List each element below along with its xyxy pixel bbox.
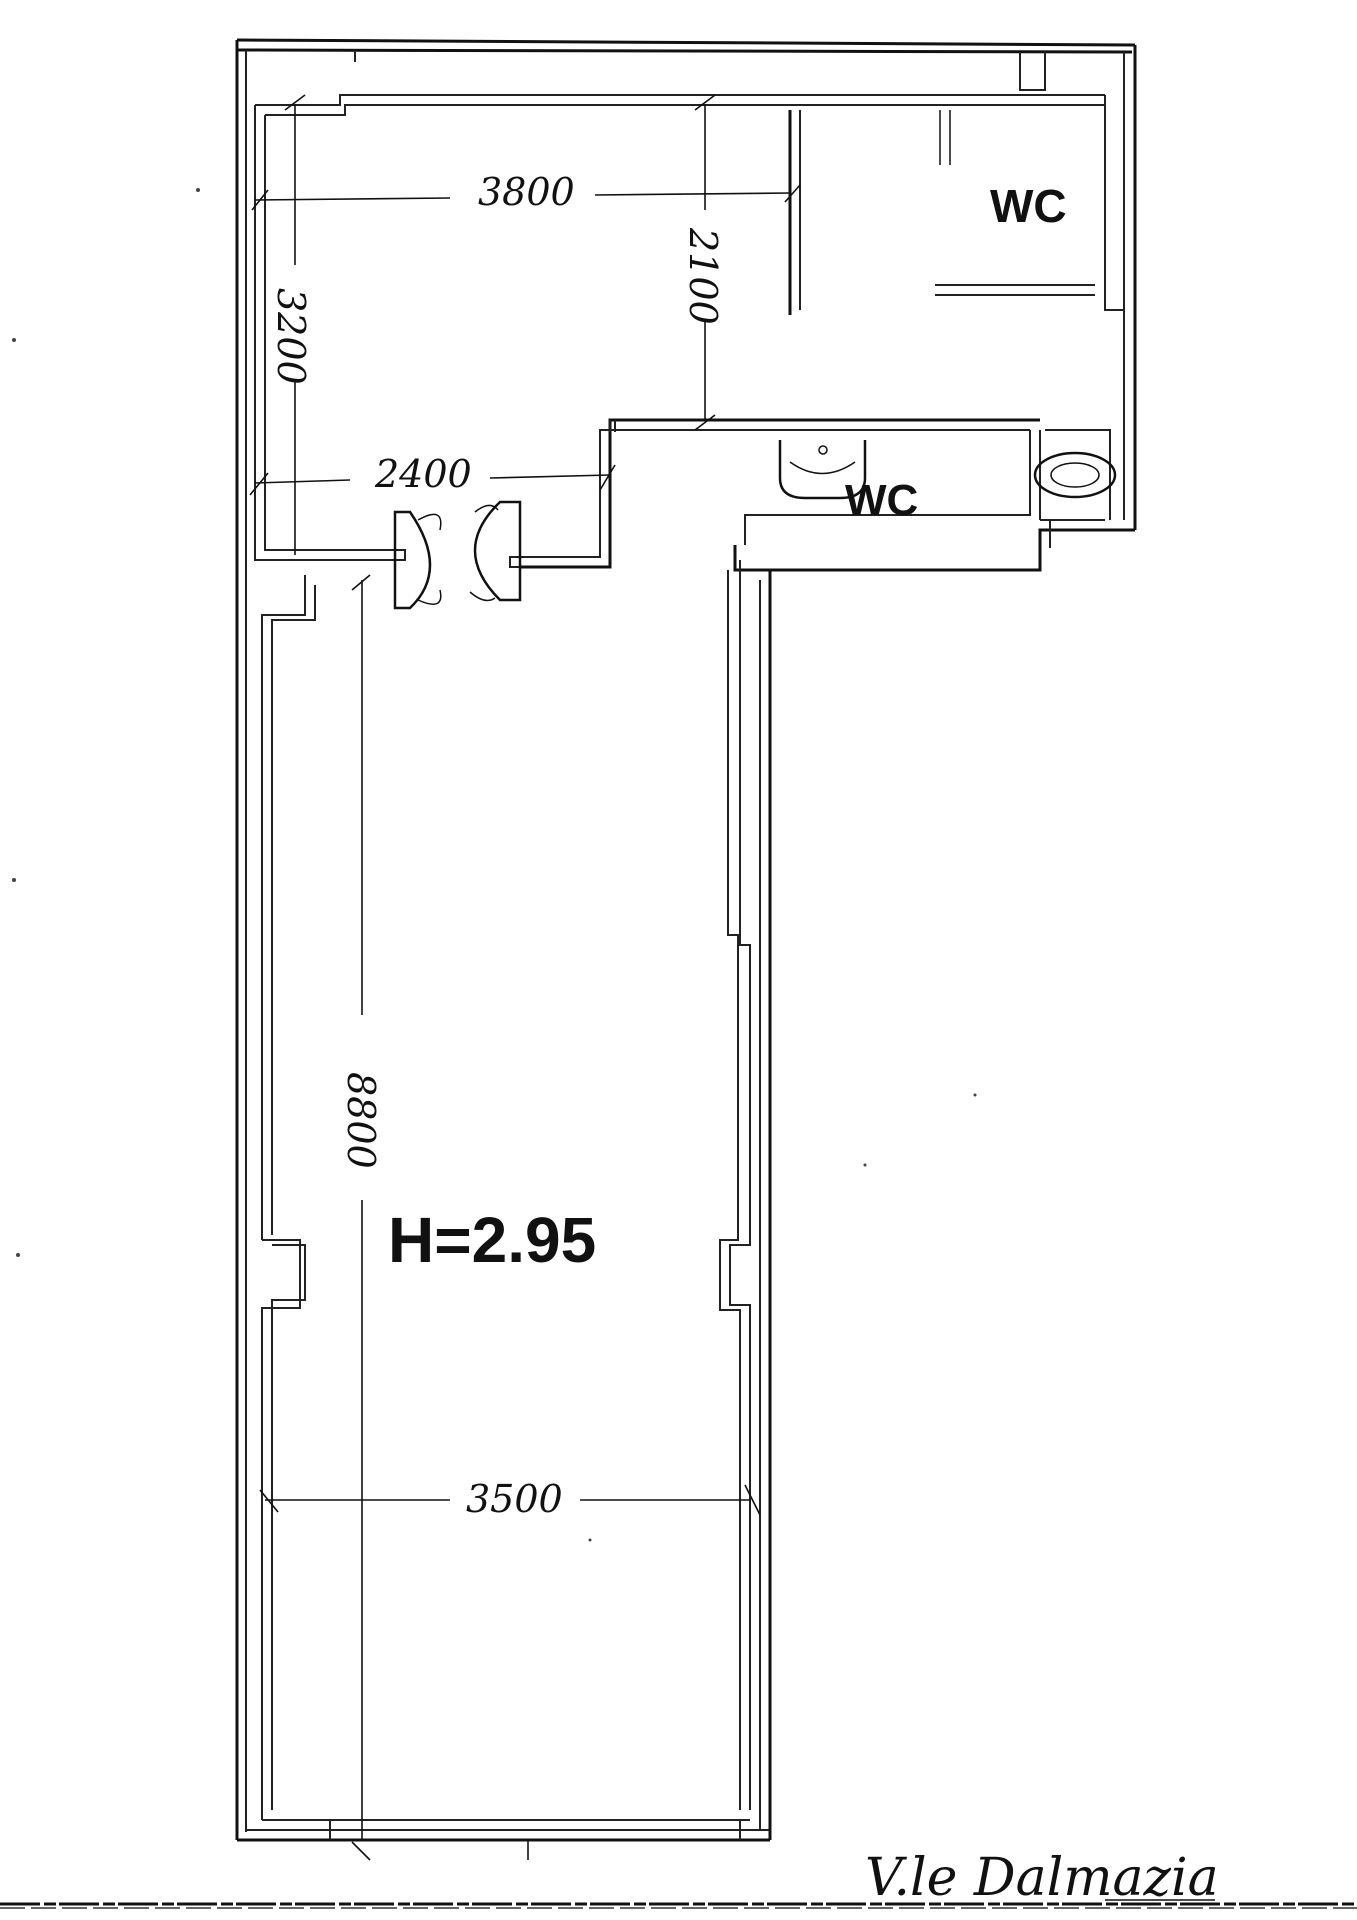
dim-main-width: 3500 <box>466 1477 563 1521</box>
main-room: H=2.95 <box>261 560 751 1861</box>
dim-left-height: 3200 <box>269 288 313 385</box>
sink-icon <box>778 440 867 500</box>
door-right-icon <box>473 500 522 602</box>
wc-lower-label: WC <box>845 476 918 525</box>
double-door <box>393 500 522 610</box>
wc-upper-room: WC <box>935 95 1125 311</box>
dimension-lines: 3800 3200 2100 2400 8800 3500 <box>249 94 801 1840</box>
dim-corridor-height: 2100 <box>681 227 725 325</box>
wc-upper-label: WC <box>990 180 1067 232</box>
ceiling-height-label: H=2.95 <box>388 1204 596 1276</box>
door-left-icon <box>393 510 432 610</box>
street: V.le Dalmazia <box>0 1848 1357 1909</box>
dim-top-width: 3800 <box>478 170 575 214</box>
outer-walls <box>235 38 1137 1842</box>
dim-mid-width: 2400 <box>374 452 472 496</box>
street-name: V.le Dalmazia <box>865 1848 1219 1908</box>
toilet-icon <box>1033 451 1117 499</box>
scan-specks <box>12 188 977 1542</box>
dim-main-length: 8800 <box>339 1072 383 1169</box>
upper-left-room <box>254 94 1105 569</box>
wc-lower-room: WC <box>609 420 1117 545</box>
